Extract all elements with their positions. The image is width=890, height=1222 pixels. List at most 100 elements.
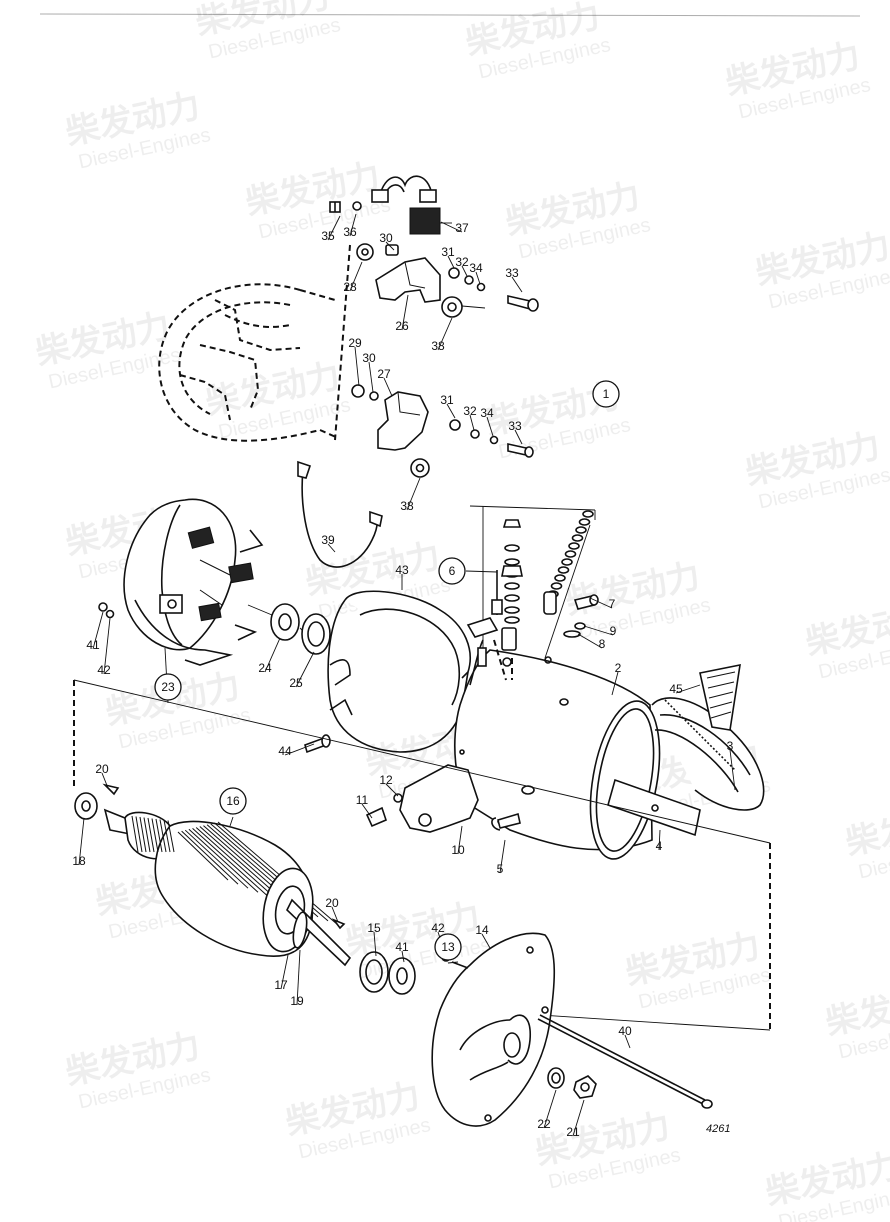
part-callout-12: 12 xyxy=(379,773,399,797)
key-20 xyxy=(102,783,120,796)
part-callout-16: 16 xyxy=(219,787,247,827)
svg-text:柴发动力: 柴发动力 xyxy=(842,796,890,863)
svg-text:35: 35 xyxy=(321,229,335,243)
nut-21 xyxy=(573,1075,597,1099)
figure-number: 4261 xyxy=(706,1123,730,1135)
washer-14 xyxy=(388,957,416,995)
svg-text:38: 38 xyxy=(431,339,445,353)
bush-30 xyxy=(385,244,399,256)
end-shield-outline xyxy=(158,283,321,442)
svg-text:22: 22 xyxy=(537,1117,551,1131)
svg-text:1: 1 xyxy=(603,387,610,401)
washer-29 xyxy=(351,384,365,398)
part-callout-30: 30 xyxy=(362,351,376,393)
svg-text:6: 6 xyxy=(449,564,456,578)
svg-text:32: 32 xyxy=(463,404,477,418)
svg-text:42: 42 xyxy=(431,921,445,935)
part-callout-34: 34 xyxy=(469,261,483,285)
svg-text:10: 10 xyxy=(451,843,465,857)
through-bolt-40 xyxy=(537,1014,713,1109)
washer-31 xyxy=(448,267,460,279)
svg-text:25: 25 xyxy=(289,676,303,690)
field-coil-3 xyxy=(651,697,765,811)
part-callout-38: 38 xyxy=(400,477,421,513)
assembly-line xyxy=(319,429,339,439)
armature-16 xyxy=(103,808,352,967)
svg-text:38: 38 xyxy=(400,499,414,513)
svg-text:45: 45 xyxy=(669,682,683,696)
svg-text:11: 11 xyxy=(356,793,369,807)
part-callout-18: 18 xyxy=(72,817,86,868)
svg-text:8: 8 xyxy=(599,637,606,651)
part-callout-33: 33 xyxy=(508,419,523,445)
terminal-stack-6 xyxy=(466,505,596,686)
part-callout-32: 32 xyxy=(455,255,469,277)
svg-text:31: 31 xyxy=(440,393,454,407)
roller-38 xyxy=(410,458,430,478)
part-callout-34: 34 xyxy=(480,406,494,437)
washer-32 xyxy=(464,275,474,285)
screw-33 xyxy=(507,294,539,312)
washer-28 xyxy=(356,243,374,261)
svg-text:29: 29 xyxy=(348,336,362,350)
part-callout-5: 5 xyxy=(497,839,506,876)
svg-text:40: 40 xyxy=(618,1024,632,1038)
commutator-end-shield-23 xyxy=(123,498,264,666)
screw-33 xyxy=(507,443,534,458)
support-bracket-10 xyxy=(399,764,479,833)
part-callout-3: 3 xyxy=(727,739,736,791)
cover-band-43 xyxy=(327,590,471,753)
part-callout-15: 15 xyxy=(367,921,381,957)
scan-edge-line xyxy=(39,13,861,17)
part-callout-14: 14 xyxy=(475,923,491,949)
part-callout-41: 41 xyxy=(86,611,104,652)
part-callout-13: 13 xyxy=(434,933,462,964)
svg-text:28: 28 xyxy=(343,280,357,294)
svg-text:13: 13 xyxy=(441,940,455,954)
roller-38 xyxy=(441,296,463,318)
retaining-ring-25 xyxy=(301,613,331,655)
svg-text:4: 4 xyxy=(656,839,663,853)
washer-9 xyxy=(574,622,586,630)
carbon-brush-37 xyxy=(371,175,452,235)
part-callout-42: 42 xyxy=(97,617,111,677)
svg-text:30: 30 xyxy=(362,351,376,365)
washer-12 xyxy=(393,793,403,803)
svg-text:26: 26 xyxy=(395,319,409,333)
svg-text:39: 39 xyxy=(321,533,335,547)
part-callout-9: 9 xyxy=(583,624,617,638)
part-callout-36: 36 xyxy=(343,213,357,239)
washer-31 xyxy=(449,419,461,431)
svg-text:41: 41 xyxy=(395,940,409,954)
washer-34 xyxy=(476,282,486,292)
brush-holder-26 xyxy=(375,257,441,303)
part-callout-35: 35 xyxy=(321,215,341,243)
washer-22 xyxy=(547,1067,565,1089)
part-callout-22: 22 xyxy=(537,1089,557,1131)
svg-text:18: 18 xyxy=(72,854,86,868)
yoke-2 xyxy=(454,649,661,860)
svg-text:17: 17 xyxy=(274,978,288,992)
svg-text:33: 33 xyxy=(508,419,522,433)
brush-holder-27 xyxy=(377,391,429,451)
part-callout-26: 26 xyxy=(395,294,409,333)
svg-text:24: 24 xyxy=(258,661,272,675)
svg-text:20: 20 xyxy=(95,762,109,776)
part-callout-31: 31 xyxy=(440,393,456,419)
assembly-axis xyxy=(73,679,771,844)
part-callout-29: 29 xyxy=(348,336,362,387)
part-callout-6: 6 xyxy=(438,557,466,585)
svg-text:33: 33 xyxy=(505,266,519,280)
part-callout-17: 17 xyxy=(274,954,289,992)
